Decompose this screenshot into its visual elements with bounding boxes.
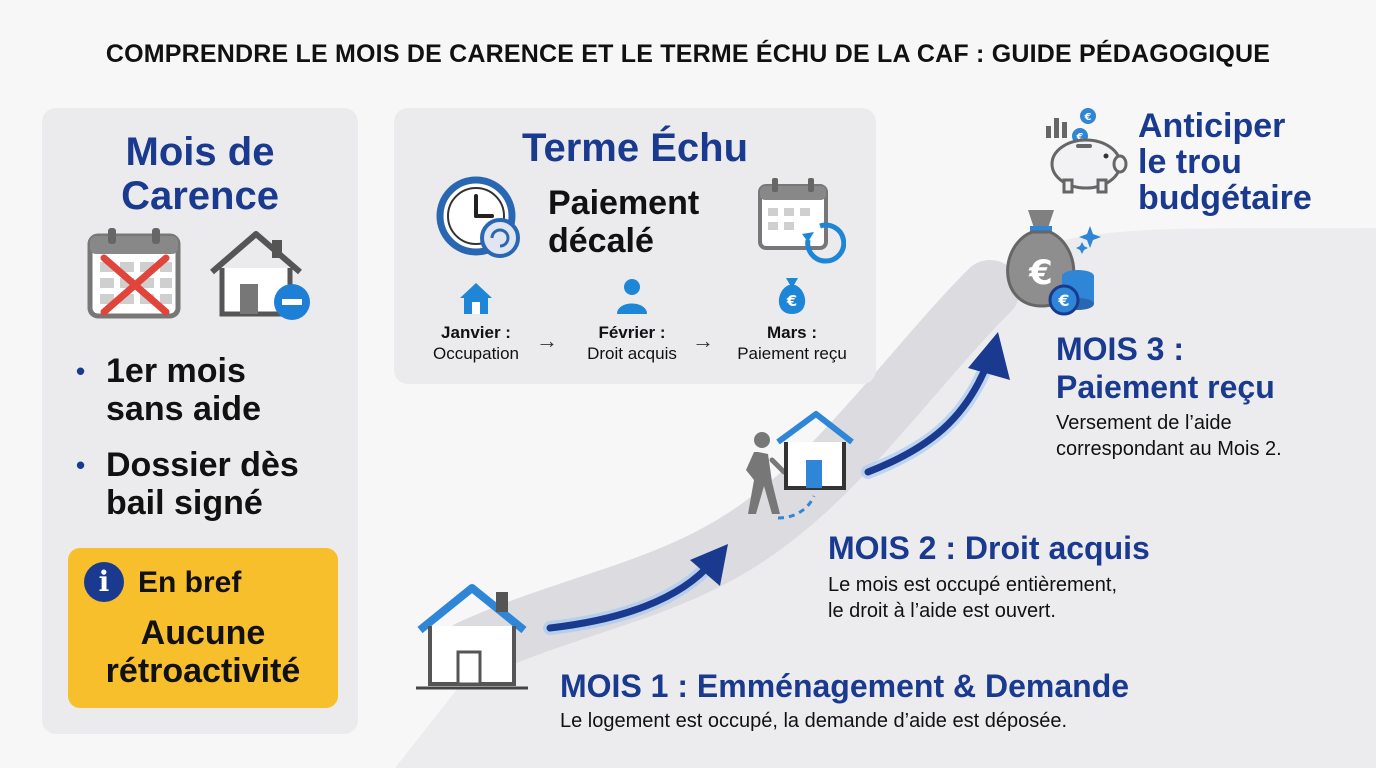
clock-icon bbox=[436, 176, 520, 258]
progress-arrow-2 bbox=[861, 332, 1010, 479]
svg-text:€: € bbox=[1076, 132, 1084, 143]
mois1-description: Le logement est occupé, la demande d’aid… bbox=[560, 710, 1068, 732]
anticiper-heading: Anticiper le trou budgétaire bbox=[1138, 107, 1312, 217]
terme-echu-panel: Terme Échu Paiement décalé € bbox=[394, 108, 876, 384]
mois3-description: Versement de l’aide correspondant au Moi… bbox=[1056, 412, 1282, 460]
step-mars: Mars : Paiement reçu bbox=[737, 323, 847, 363]
step-janvier: Janvier : Occupation bbox=[433, 323, 519, 363]
svg-text:€: € bbox=[1057, 291, 1069, 310]
house-start-icon bbox=[416, 584, 528, 690]
brief-text: Aucune rétroactivité bbox=[105, 614, 301, 690]
svg-text:€: € bbox=[1084, 112, 1092, 123]
mois1-title: MOIS 1 : Emménagement & Demande bbox=[560, 668, 1130, 704]
house-minus-icon bbox=[210, 231, 310, 320]
mois3-title: MOIS 3 : Paiement reçu bbox=[1056, 331, 1275, 405]
page-title: COMPRENDRE LE MOIS DE CARENCE ET LE TERM… bbox=[105, 40, 1271, 68]
house-icon bbox=[460, 283, 492, 314]
mois2-title: MOIS 2 : Droit acquis bbox=[828, 530, 1150, 566]
carence-panel: Mois de Carence • 1er mois sans aide • bbox=[42, 108, 358, 734]
calendar-crossed-icon bbox=[87, 228, 181, 319]
person-walking-house-icon bbox=[746, 411, 854, 520]
info-icon: i bbox=[84, 562, 124, 602]
svg-text:€: € bbox=[786, 292, 797, 310]
carence-title: Mois de Carence bbox=[121, 130, 279, 218]
step-arrow: → bbox=[692, 328, 714, 353]
terme-echu-title: Terme Échu bbox=[522, 126, 748, 170]
piggy-bank-icon: € € bbox=[1046, 108, 1128, 194]
calendar-refresh-icon bbox=[758, 178, 846, 264]
money-bag-coins-icon: € € bbox=[1006, 210, 1101, 316]
brief-box: i En bref Aucune rétroactivité bbox=[68, 548, 338, 708]
person-icon bbox=[617, 279, 647, 314]
svg-text:€: € bbox=[1028, 253, 1053, 293]
paiement-decale-text: Paiement décalé bbox=[548, 184, 700, 260]
brief-label: En bref bbox=[138, 566, 242, 599]
mois2-description: Le mois est occupé entièrement, le droit… bbox=[828, 574, 1118, 622]
money-bag-icon: € bbox=[778, 278, 806, 314]
progress-arrow-1 bbox=[543, 544, 728, 635]
step-arrow: → bbox=[536, 328, 558, 353]
step-fevrier: Février : Droit acquis bbox=[587, 323, 677, 363]
